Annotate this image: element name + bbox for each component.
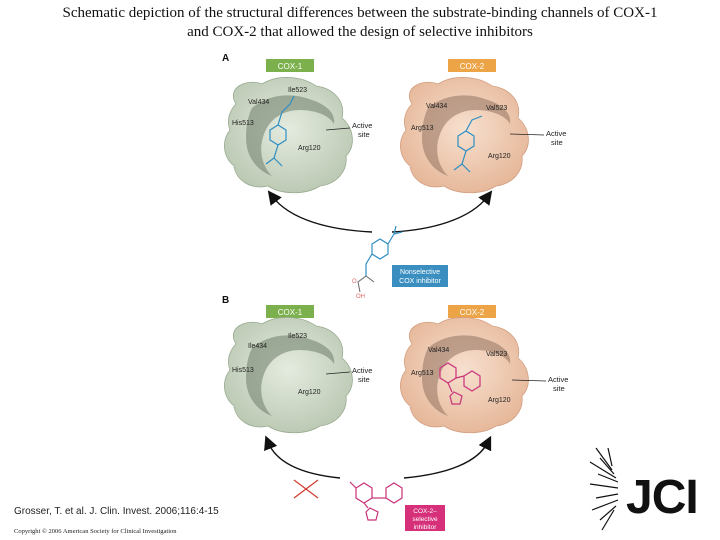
jci-logo-icon — [589, 447, 619, 531]
panel-a-cox2-residue-4: Arg120 — [488, 153, 511, 160]
panel-a-cox2-active-pointer — [509, 133, 545, 136]
panel-b-arrow-right — [403, 435, 492, 479]
panel-b-cox1-label: COX-1 — [278, 308, 303, 317]
panel-a-cox2-bound-molecule — [453, 115, 483, 173]
panel-a-cox2-label: COX-2 — [460, 62, 485, 71]
panel-b-cox2-residue-3: Arg513 — [411, 370, 434, 377]
panel-a-cox1-residue-2: Val434 — [248, 99, 269, 106]
panel-a-cox2-active-site-2: site — [551, 138, 563, 147]
nonselective-inhibitor-acid — [357, 275, 375, 293]
panel-b-cox1-protein — [224, 317, 353, 434]
panel-b-cox2-residue-4: Arg120 — [488, 397, 511, 404]
panel-a-cox1-active-pointer — [325, 127, 351, 131]
panel-a-cox2-tag — [448, 59, 496, 72]
panel-a-cox1-residue-3: His513 — [232, 120, 254, 127]
panel-b-cox1-residue-2: Ile434 — [248, 343, 267, 350]
panel-a-cox1-residue-1: Ile523 — [288, 87, 307, 94]
panel-a-cox1-label: COX-1 — [278, 62, 303, 71]
nonselective-inhibitor-label-1: Nonselective — [400, 269, 440, 276]
panel-a-cox1-protein — [224, 77, 353, 194]
panel-b-cox2-bound-molecule — [439, 362, 481, 405]
panel-b-label: B — [222, 295, 229, 306]
panel-b-cox2-active-pointer — [511, 379, 547, 382]
title-line-2: and COX-2 that allowed the design of sel… — [187, 24, 533, 40]
panel-b-cox2-active-site-1: Active — [548, 375, 568, 384]
panel-b-cox2-label: COX-2 — [460, 308, 485, 317]
panel-a-arrow-left — [267, 190, 373, 233]
panel-b-cox1-active-pointer — [325, 371, 351, 375]
panel-b-cox1-active-site-2: site — [358, 375, 370, 384]
panel-a-cox2-protein — [400, 77, 529, 194]
panel-a-cox1-bound-molecule — [265, 95, 295, 167]
panel-b-cox1-residue-4: Arg120 — [298, 389, 321, 396]
selective-inhibitor-molecule — [349, 481, 403, 521]
panel-a-label: A — [222, 53, 229, 64]
nonselective-inhibitor-molecule — [365, 225, 403, 276]
panel-a-cox2-residue-1: Val434 — [426, 103, 447, 110]
blocked-x-icon — [293, 479, 319, 499]
selective-inhibitor-label-2: selective — [412, 516, 438, 523]
copyright-notice: Copyright © 2006 American Society for Cl… — [14, 528, 177, 535]
panel-a-cox1-tag — [266, 59, 314, 72]
panel-b-cox1-residue-1: Ile523 — [288, 333, 307, 340]
panel-b-cox2-tag — [448, 305, 496, 318]
panel-b-cox2-residue-1: Val434 — [428, 347, 449, 354]
panel-a-cox1-residue-4: Arg120 — [298, 145, 321, 152]
title-line-1: Schematic depiction of the structural di… — [62, 5, 658, 21]
nonselective-inhibitor-tag — [392, 265, 448, 287]
citation-caption: Grosser, T. et al. J. Clin. Invest. 2006… — [14, 506, 219, 517]
selective-inhibitor-label-3: inhibitor — [414, 524, 438, 531]
page-title: Schematic depiction of the structural di… — [0, 4, 720, 42]
panel-b-arrow-left — [264, 435, 341, 479]
panel-a-cox1-active-site-2: site — [358, 130, 370, 139]
panel-b-cox2-active-site-2: site — [553, 384, 565, 393]
panel-a-cox2-residue-2: Val523 — [486, 105, 507, 112]
panel-b-cox1-tag — [266, 305, 314, 318]
panel-a-cox2-active-site-1: Active — [546, 129, 566, 138]
selective-inhibitor-label-1: COX-2– — [413, 508, 437, 515]
panel-b-cox2-residue-2: Val523 — [486, 351, 507, 358]
panel-a-cox1-active-site-1: Active — [352, 121, 372, 130]
nonselective-inhibitor-label-2: COX inhibitor — [399, 278, 441, 285]
panel-b-cox1-residue-3: His513 — [232, 367, 254, 374]
panel-a-cox2-residue-3: Arg513 — [411, 125, 434, 132]
panel-b-cox1-active-site-1: Active — [352, 366, 372, 375]
panel-a-arrow-right — [391, 190, 493, 233]
nonselective-inhibitor-o: O — [352, 279, 357, 285]
selective-inhibitor-tag — [405, 505, 445, 531]
jci-logo-text: JCI — [626, 471, 699, 524]
nonselective-inhibitor-oh: OH — [356, 294, 365, 300]
